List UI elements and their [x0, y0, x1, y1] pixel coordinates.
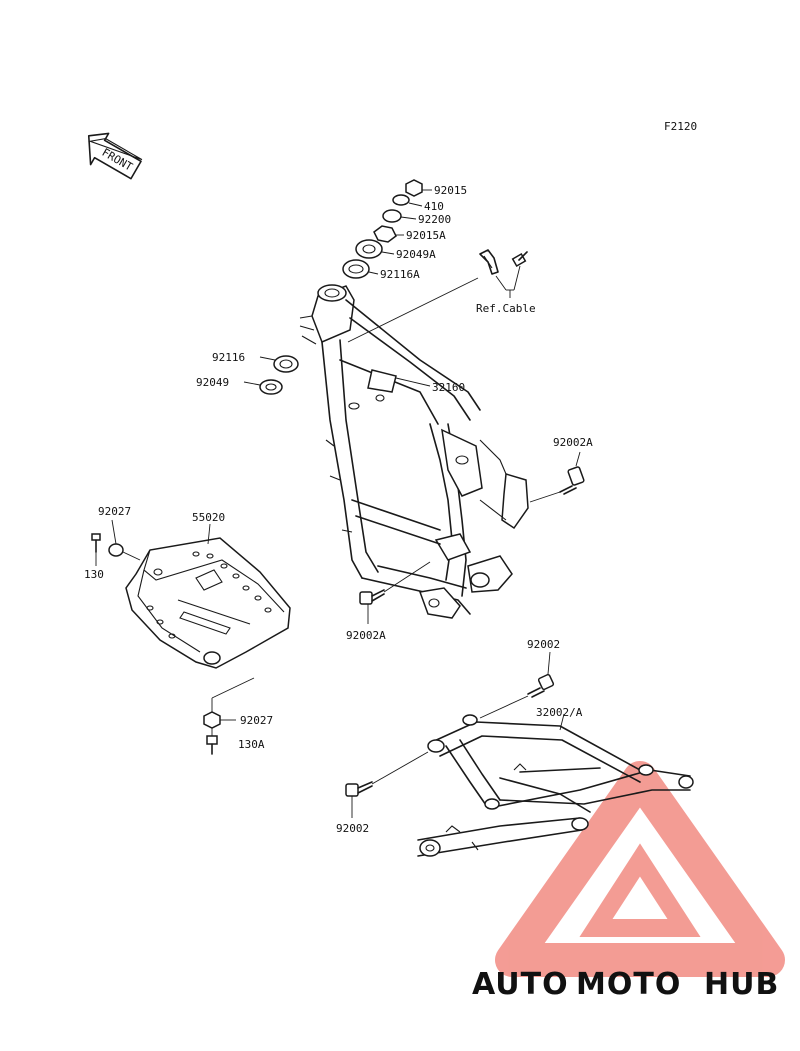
washer-92027-top [108, 519, 141, 561]
label-92015: 92015 [434, 184, 467, 197]
label-92027-bottom: 92027 [240, 714, 273, 727]
label-92116A: 92116A [380, 268, 420, 281]
bolt-92002-top [479, 651, 555, 719]
sub-frame [417, 714, 694, 857]
label-92002-top: 92002 [527, 638, 560, 651]
main-frame [299, 284, 529, 619]
washer-92200 [382, 209, 402, 223]
label-92002A-top: 92002A [553, 436, 593, 449]
washer-92027-bottom [203, 677, 255, 729]
leaders-top [243, 189, 432, 386]
race-92116 [273, 355, 299, 373]
front-label: FRONT [100, 146, 136, 174]
ref-cable-leaders [347, 265, 521, 343]
leader-32160 [395, 377, 431, 387]
cable-clip [479, 249, 528, 275]
nut-92015 [405, 179, 423, 197]
bolt-92002A-right [529, 451, 585, 503]
label-130A: 130A [238, 738, 265, 751]
bolt-92002A-bottom [359, 561, 431, 624]
bearing-92049A [355, 239, 383, 259]
leader-55020 [207, 523, 211, 545]
label-92002-bottom: 92002 [336, 822, 369, 835]
bolt-130 [91, 533, 101, 566]
label-92049A: 92049A [396, 248, 436, 261]
watermark-moto: MOTO [576, 967, 681, 1002]
label-410: 410 [424, 200, 444, 213]
bolt-92002-bottom [345, 751, 429, 818]
diagram-code: F2120 [664, 120, 697, 133]
leader-32002A [559, 713, 565, 731]
label-92027-top: 92027 [98, 505, 131, 518]
watermark-inner-triangle [579, 843, 701, 937]
nut-92015A [373, 225, 397, 243]
watermark-triangle [495, 761, 785, 977]
label-92015A: 92015A [406, 229, 446, 242]
front-arrow: FRONT [87, 132, 143, 180]
watermark-auto: AUTO [472, 967, 569, 1002]
watermark-hub: HUB [704, 967, 779, 1002]
label-92002A-bottom: 92002A [346, 629, 386, 642]
washer-410 [392, 194, 410, 206]
label-32160: 32160 [432, 381, 465, 394]
label-92200: 92200 [418, 213, 451, 226]
label-92049: 92049 [196, 376, 229, 389]
label-130: 130 [84, 568, 104, 581]
bearing-92049 [259, 379, 283, 395]
bolt-130A [206, 728, 218, 755]
label-92116: 92116 [212, 351, 245, 364]
label-55020: 55020 [192, 511, 225, 524]
label-32002A: 32002/A [536, 706, 583, 719]
watermark-text: AUTO MOTO HUB [472, 967, 779, 1002]
watermark-logo [495, 761, 785, 977]
skid-plate [125, 537, 291, 669]
steering-stack [259, 179, 423, 395]
ref-cable-label: Ref.Cable [476, 302, 536, 315]
race-92116A [342, 259, 370, 279]
